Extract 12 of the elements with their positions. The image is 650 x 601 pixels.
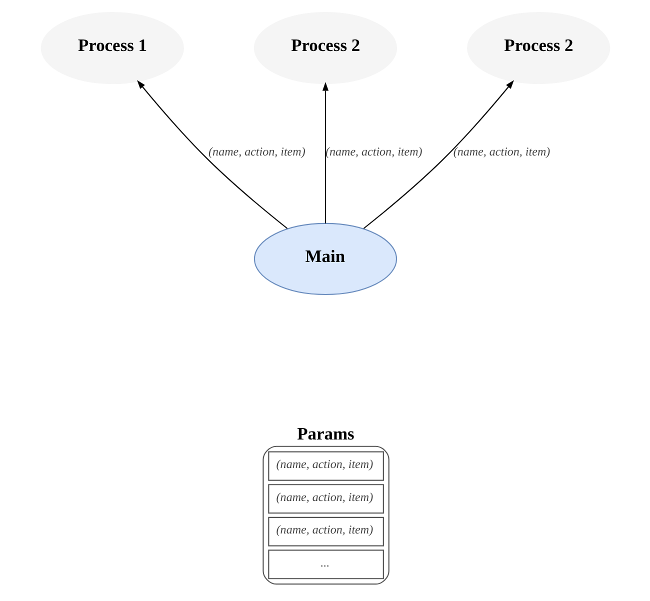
node-box: (name, action, item) (name, action, item) (name, action, item) ... <box>262 446 389 585</box>
node-ellipse: Process 2 <box>253 12 397 84</box>
node-ellipse: Process 2 <box>466 12 610 84</box>
node-ellipse: Main <box>253 222 397 296</box>
arrow <box>322 82 328 224</box>
arrow <box>136 80 288 229</box>
edge-label: (name, action, item) <box>452 144 550 158</box>
edge-label: (name, action, item) <box>208 144 305 158</box>
node-ellipse: Process 1 <box>40 12 184 84</box>
edge-label: (name, action, item) <box>325 144 422 158</box>
node-label: Params <box>296 424 354 444</box>
arrow <box>362 80 514 229</box>
